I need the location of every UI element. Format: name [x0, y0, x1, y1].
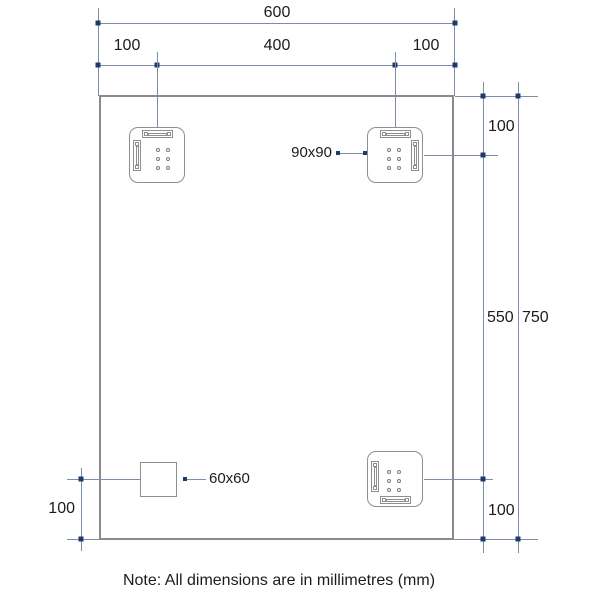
dim-label-right-bottom-offset: 100	[488, 502, 515, 519]
bracket-slot-left	[133, 140, 141, 171]
bracket-screw-holes	[387, 470, 401, 492]
dim-label-top-center-span: 400	[263, 37, 291, 54]
extension-line-bracket-left	[157, 52, 158, 127]
leader-dot-square-size	[183, 477, 187, 481]
leader-line-square-size	[183, 479, 206, 480]
bracket-screw-holes	[156, 148, 170, 170]
dim-label-right-top-offset: 100	[488, 118, 515, 135]
dim-line-overall-width	[98, 23, 455, 24]
bracket-slot-bottom	[380, 496, 411, 504]
extension-line-top-bracket-center	[424, 155, 498, 156]
extension-line-right-top	[454, 8, 455, 96]
leader-dot-bracket-size-right	[363, 151, 367, 155]
callout-bracket-size: 90x90	[291, 144, 332, 161]
mounting-bracket-top-left	[129, 127, 185, 183]
mounting-bracket-bottom-right	[367, 451, 423, 507]
bracket-slot-right	[411, 140, 419, 171]
callout-square-size: 60x60	[209, 470, 250, 487]
tick-right-bottom-edge-inner	[480, 536, 486, 542]
extension-line-square-center	[67, 479, 140, 480]
tick-overall-width-left	[95, 20, 101, 26]
dim-label-top-right-offset: 100	[412, 37, 440, 54]
leader-line-bracket-size	[336, 153, 366, 154]
tick-right-bracket-bottom	[480, 476, 486, 482]
tick-overall-width-right	[452, 20, 458, 26]
drawing-note: Note: All dimensions are in millimetres …	[122, 572, 436, 589]
bracket-slot-top	[142, 130, 173, 138]
dim-label-right-middle-span: 550	[487, 309, 514, 326]
extension-line-bracket-right	[395, 52, 396, 127]
tick-left-square-center	[78, 476, 84, 482]
square-pad-bottom-left	[140, 462, 177, 497]
dim-label-left-bottom-offset: 100	[48, 500, 75, 517]
leader-dot-bracket-size-left	[336, 151, 340, 155]
tick-left-bottom-edge	[78, 536, 84, 542]
tick-right-bracket-top	[480, 152, 486, 158]
dim-label-overall-height: 750	[522, 309, 549, 326]
dim-line-right-inner	[483, 82, 484, 553]
extension-line-bottom-bracket-center	[424, 479, 493, 480]
extension-line-bottom-edge-right	[453, 539, 538, 540]
extension-line-top-edge-right	[455, 96, 538, 97]
dim-line-top-offsets	[98, 65, 455, 66]
tick-right-bottom-edge-outer	[515, 536, 521, 542]
dim-label-overall-width: 600	[263, 4, 291, 21]
dim-label-top-left-offset: 100	[113, 37, 141, 54]
tick-top-offsets-4	[452, 62, 458, 68]
bracket-slot-top	[380, 130, 411, 138]
dim-line-overall-height	[518, 82, 519, 553]
dim-line-left-bottom	[81, 468, 82, 551]
extension-line-bottom-edge-left	[67, 539, 100, 540]
mounting-bracket-top-right	[367, 127, 423, 183]
tick-right-top-edge-outer	[515, 93, 521, 99]
extension-line-left-top	[98, 8, 99, 96]
tick-right-top-edge-inner	[480, 93, 486, 99]
bracket-slot-left	[371, 461, 379, 492]
tick-top-offsets-1	[95, 62, 101, 68]
bracket-screw-holes	[387, 148, 401, 170]
